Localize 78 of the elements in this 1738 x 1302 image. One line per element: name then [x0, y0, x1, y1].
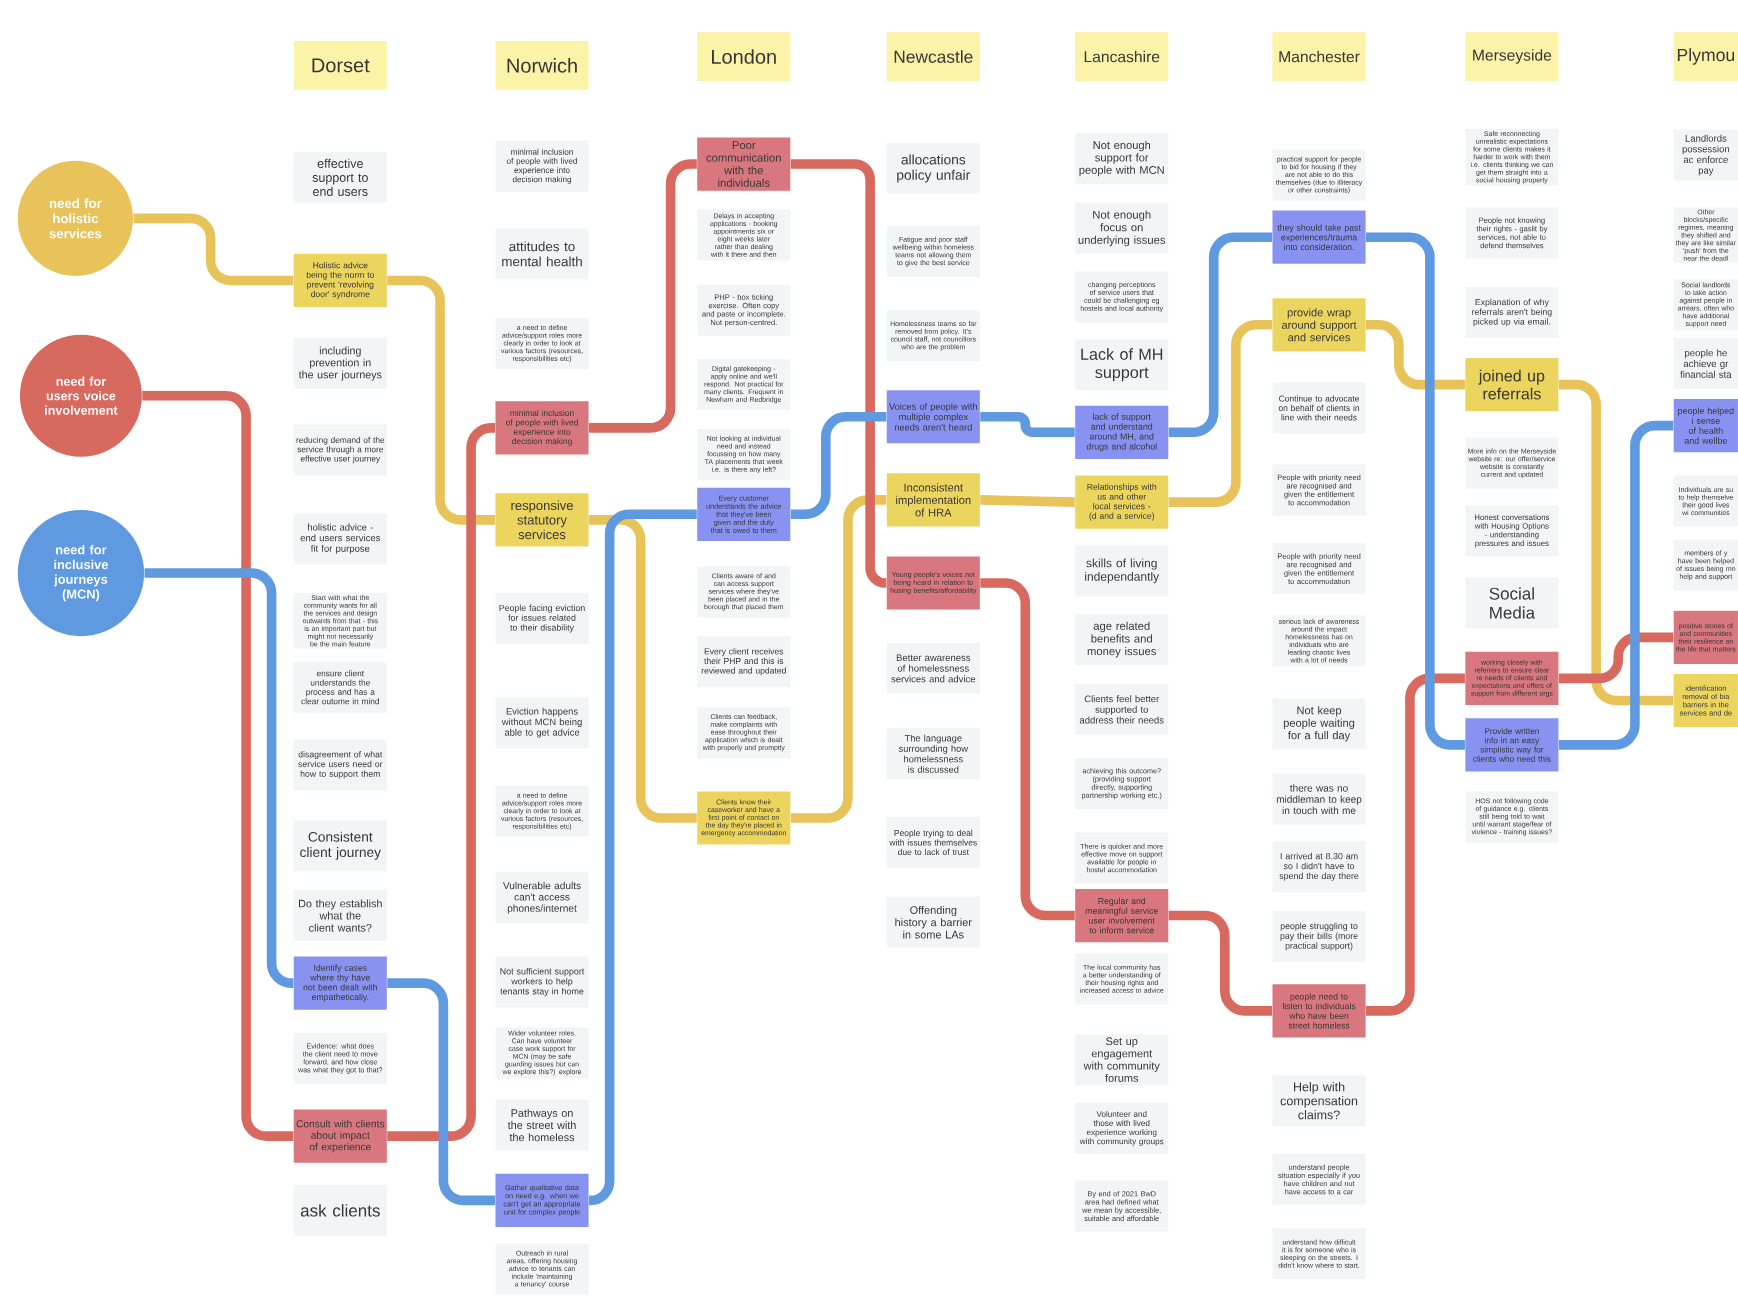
sticky-note: Not keep people waiting for a full day: [1272, 698, 1366, 750]
sticky-note: Identify cases where thy have not been dealt with empathetically.: [293, 956, 387, 1010]
sticky-note: Relationships with us and other local services - (d and a service): [1075, 475, 1169, 529]
sticky-note: I arrived at 8.30 am so I didn't have to spend the day there: [1272, 841, 1366, 893]
sticky-note: Offending history a barrier in some LAs: [886, 896, 980, 948]
sticky-note: Vulnerable adults can't access phones/internet: [495, 872, 589, 924]
sticky-note: Provide written info in an easy simplistic way for clients who need this: [1465, 718, 1559, 772]
connector-line: [588, 159, 697, 433]
sticky-note: minimal inclusion of people with lived experience into decision making: [495, 401, 589, 455]
sticky-note: Inconsistent implementation of HRA: [886, 473, 980, 527]
sticky-note: Not enough support for people with MCN: [1075, 132, 1169, 184]
sticky-note: Better awareness of homelessness services and advice: [886, 642, 980, 694]
sticky-note: skills of living independantly: [1075, 545, 1169, 597]
sticky-note: Holistic advice being the norm to prevent 'revolving door' syndrome: [293, 253, 387, 307]
sticky-note: holistic advice - end users services fit for purpose: [293, 513, 387, 564]
sticky-note: there was no middleman to keep in touch with me: [1272, 773, 1366, 825]
sticky-note: Help with compensation claims?: [1272, 1075, 1366, 1126]
sticky-note: Continue to advocate on behalf of clients in line with their needs: [1272, 382, 1366, 434]
sticky-note: people helped i sense of health and wellbe: [1673, 398, 1738, 453]
sticky-note: Clients feel better supported to address their needs: [1075, 683, 1169, 735]
sticky-note: minimal inclusion of people with lived experience into decision making: [495, 140, 589, 192]
sticky-note: People facing eviction for issues related to their disability: [495, 592, 589, 644]
sticky-note: ensure client understands the process and has a clear outome in mind: [293, 661, 387, 713]
connector-line: [980, 494, 1075, 507]
sticky-note: The language surrounding how homelessness is discussed: [886, 728, 980, 779]
sticky-note: Regular and meaningful service user involvement to inform service: [1075, 888, 1169, 942]
column-header-note: Norwich: [495, 40, 589, 90]
sticky-note: Lack of MH support: [1075, 339, 1169, 390]
connector-line: [387, 978, 496, 1205]
connector-line: [790, 411, 887, 519]
connector-line: [1366, 319, 1465, 390]
column-header-note: Merseyside: [1465, 31, 1559, 81]
sticky-note: Explanation of why referrals aren't being picked up via email.: [1465, 286, 1559, 338]
connector-line: [1366, 232, 1465, 750]
sticky-note: reducing demand of the service through a more effective user journey: [293, 424, 387, 476]
sticky-note: Every client receives their PHP and this is reviewed and updated: [697, 636, 791, 687]
sticky-note: Set up engagement with community forums: [1075, 1033, 1169, 1085]
column-header-note: Newcastle: [886, 31, 980, 81]
sticky-note: Not enough focus on underlying issues: [1075, 202, 1169, 254]
sticky-note: Voices of people with multiple complex needs aren't heard: [886, 389, 980, 444]
sticky-note: responsive statutory services: [495, 493, 589, 547]
sticky-note: Consult with clients about impact of experience: [293, 1109, 387, 1163]
sticky-note: People trying to deal with issues themselves due to lack of trust: [886, 816, 980, 868]
connector-line: [133, 213, 294, 286]
sticky-note: joined up referrals: [1465, 357, 1559, 412]
sticky-note: Poor communication with the individuals: [697, 137, 791, 191]
column-header-note: London: [697, 31, 791, 81]
sticky-note: ask clients: [293, 1184, 387, 1236]
column-header-note: Plymou: [1673, 31, 1738, 81]
sticky-note: Eviction happens without MCN being able to get advice: [495, 697, 589, 748]
sticky-note: attitudes to mental health: [495, 228, 589, 280]
connector-line: [387, 275, 496, 525]
connector-line: [1558, 632, 1674, 683]
sticky-note: they should take past experiences/trauma into consideration.: [1272, 210, 1366, 264]
sticky-note: age related benefits and money issues: [1075, 613, 1169, 665]
column-header-note: Lancashire: [1075, 31, 1169, 81]
connector-line: [387, 422, 496, 1141]
sticky-note: Landlords possession ac enforce pay: [1673, 129, 1738, 181]
sticky-note: Do they establish what the client wants?: [293, 889, 387, 941]
sticky-note: lack of support and understand around MH, and drugs and alcohol: [1075, 405, 1169, 459]
sticky-note: people need to listen to individuals who have been street homeless: [1272, 984, 1366, 1038]
sticky-note: Consistent client journey: [293, 820, 387, 871]
sticky-note: Pathways on the street with the homeless: [495, 1099, 589, 1151]
sticky-note: disagreement of what service users need or how to support them: [293, 739, 387, 791]
column-header-note: Dorset: [293, 40, 387, 90]
sticky-note: Not sufficient support workers to help tenants stay in home: [495, 956, 589, 1008]
connector-line: [588, 514, 697, 823]
sticky-note: provide wrap around support and services: [1272, 298, 1366, 352]
sticky-note: Volunteer and those with lived experience working with community groups: [1075, 1102, 1169, 1154]
sticky-note: people he achieve gr financial sta: [1673, 337, 1738, 389]
sticky-note: allocations policy unfair: [886, 142, 980, 194]
connector-line: [790, 494, 887, 823]
column-header-note: Manchester: [1272, 31, 1366, 81]
sticky-note: effective support to end users: [293, 151, 387, 203]
connector-line: [980, 411, 1075, 437]
sticky-note: Social Media: [1465, 577, 1559, 629]
sticky-note: including prevention in the user journeys: [293, 337, 387, 389]
sticky-note: people struggling to pay their bills (more practical support): [1272, 910, 1366, 962]
